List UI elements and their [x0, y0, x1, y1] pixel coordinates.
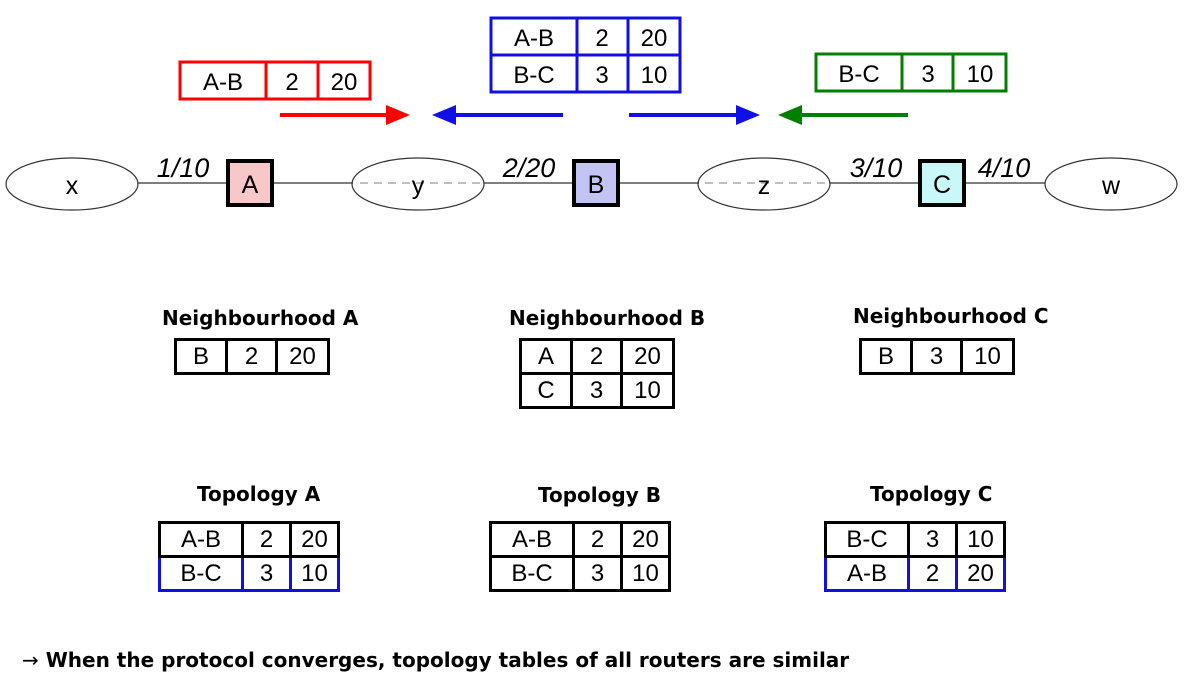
table-row: B 3 10: [859, 338, 1015, 375]
link-label-z-c: 3/10: [850, 153, 903, 183]
neighbourhood-b-table: A 2 20 C 3 10: [519, 338, 675, 409]
seq-cell: 2: [225, 338, 278, 375]
topology-b-table: A-B 2 20 B-C 3 10: [489, 521, 671, 592]
neighbour-cell: C: [519, 372, 573, 409]
router-b-label: B: [588, 171, 605, 199]
table-row: A-B 2 20: [158, 521, 340, 558]
message-green: [814, 52, 1008, 93]
link-label-y-b: 2/20: [502, 153, 556, 183]
link-cell: B-C: [158, 555, 244, 592]
cost-cell: 10: [620, 372, 675, 409]
cost-cell: 20: [620, 521, 671, 558]
link-label-x-a: 1/10: [157, 153, 210, 183]
cost-cell: 10: [960, 338, 1015, 375]
message-green-seq: 3: [921, 61, 934, 88]
seq-cell: 2: [570, 338, 623, 375]
topology-b-title: Topology B: [538, 483, 661, 507]
seq-cell: 3: [910, 338, 963, 375]
link-cell: B-C: [824, 521, 910, 558]
network-w: [1044, 157, 1178, 211]
message-blue-link-1: A-B: [514, 25, 554, 52]
message-red-link: A-B: [203, 69, 243, 96]
router-c-label: C: [933, 171, 951, 199]
message-blue-cost-1: 20: [641, 25, 668, 52]
red-arrow-icon: [280, 105, 410, 125]
seq-cell: 3: [570, 372, 623, 409]
cost-cell: 10: [289, 555, 340, 592]
topology-c-table: B-C 3 10 A-B 2 20: [824, 521, 1006, 592]
neighbourhood-a-title: Neighbourhood A: [162, 306, 359, 330]
neighbour-cell: A: [519, 338, 573, 375]
link-cell: A-B: [489, 521, 575, 558]
table-row: A-B 2 20: [824, 555, 1006, 592]
neighbour-cell: B: [859, 338, 913, 375]
neighbourhood-c-title: Neighbourhood C: [853, 304, 1049, 328]
conclusion-statement: When the protocol converges, topology ta…: [45, 648, 850, 672]
seq-cell: 3: [572, 555, 623, 592]
cost-cell: 20: [620, 338, 675, 375]
table-row: B-C 3 10: [489, 555, 671, 592]
blue-left-arrow-icon: [432, 105, 563, 125]
topology-c-title: Topology C: [870, 482, 993, 506]
cost-cell: 20: [275, 338, 330, 375]
cost-cell: 10: [955, 521, 1006, 558]
network-y-label: y: [412, 172, 425, 200]
neighbourhood-a-table: B 2 20: [174, 338, 330, 375]
link-cell: B-C: [489, 555, 575, 592]
topology-a-title: Topology A: [197, 482, 321, 506]
message-red-cost: 20: [331, 69, 358, 96]
seq-cell: 2: [241, 521, 292, 558]
message-blue-link-2: B-C: [513, 62, 554, 89]
message-green-link: B-C: [838, 61, 879, 88]
green-arrow-icon: [778, 105, 908, 125]
neighbourhood-b-title: Neighbourhood B: [509, 306, 706, 330]
link-cell: A-B: [158, 521, 244, 558]
seq-cell: 3: [241, 555, 292, 592]
cost-cell: 20: [955, 555, 1006, 592]
message-blue: [489, 16, 682, 94]
router-a-label: A: [242, 171, 259, 199]
table-row: B-C 3 10: [824, 521, 1006, 558]
router-c: [918, 159, 966, 207]
table-row: B-C 3 10: [158, 555, 340, 592]
seq-cell: 3: [907, 521, 958, 558]
network-w-label: w: [1101, 172, 1121, 200]
network-x: [5, 157, 139, 211]
cost-cell: 10: [620, 555, 671, 592]
table-row: C 3 10: [519, 372, 675, 409]
seq-cell: 2: [572, 521, 623, 558]
table-row: B 2 20: [174, 338, 330, 375]
neighbour-cell: B: [174, 338, 228, 375]
message-blue-cost-2: 10: [641, 62, 668, 89]
blue-right-arrow-icon: [629, 105, 760, 125]
network-y: [351, 157, 485, 211]
network-x-label: x: [66, 172, 79, 200]
message-blue-seq-1: 2: [595, 25, 608, 52]
message-red-seq: 2: [285, 69, 298, 96]
neighbourhood-c-table: B 3 10: [859, 338, 1015, 375]
router-b: [572, 159, 620, 207]
link-cell: A-B: [824, 555, 910, 592]
table-row: A 2 20: [519, 338, 675, 375]
network-z-label: z: [758, 172, 771, 200]
message-blue-seq-2: 3: [595, 62, 608, 89]
cost-cell: 20: [289, 521, 340, 558]
seq-cell: 2: [907, 555, 958, 592]
message-red: [178, 60, 372, 101]
router-a: [226, 159, 274, 207]
topology-a-table: A-B 2 20 B-C 3 10: [158, 521, 340, 592]
table-row: A-B 2 20: [489, 521, 671, 558]
link-label-c-w: 4/10: [978, 153, 1031, 183]
message-green-cost: 10: [967, 61, 994, 88]
conclusion-text: → When the protocol converges, topology …: [22, 648, 849, 672]
right-arrow-icon: →: [22, 648, 39, 672]
network-z: [697, 157, 831, 211]
